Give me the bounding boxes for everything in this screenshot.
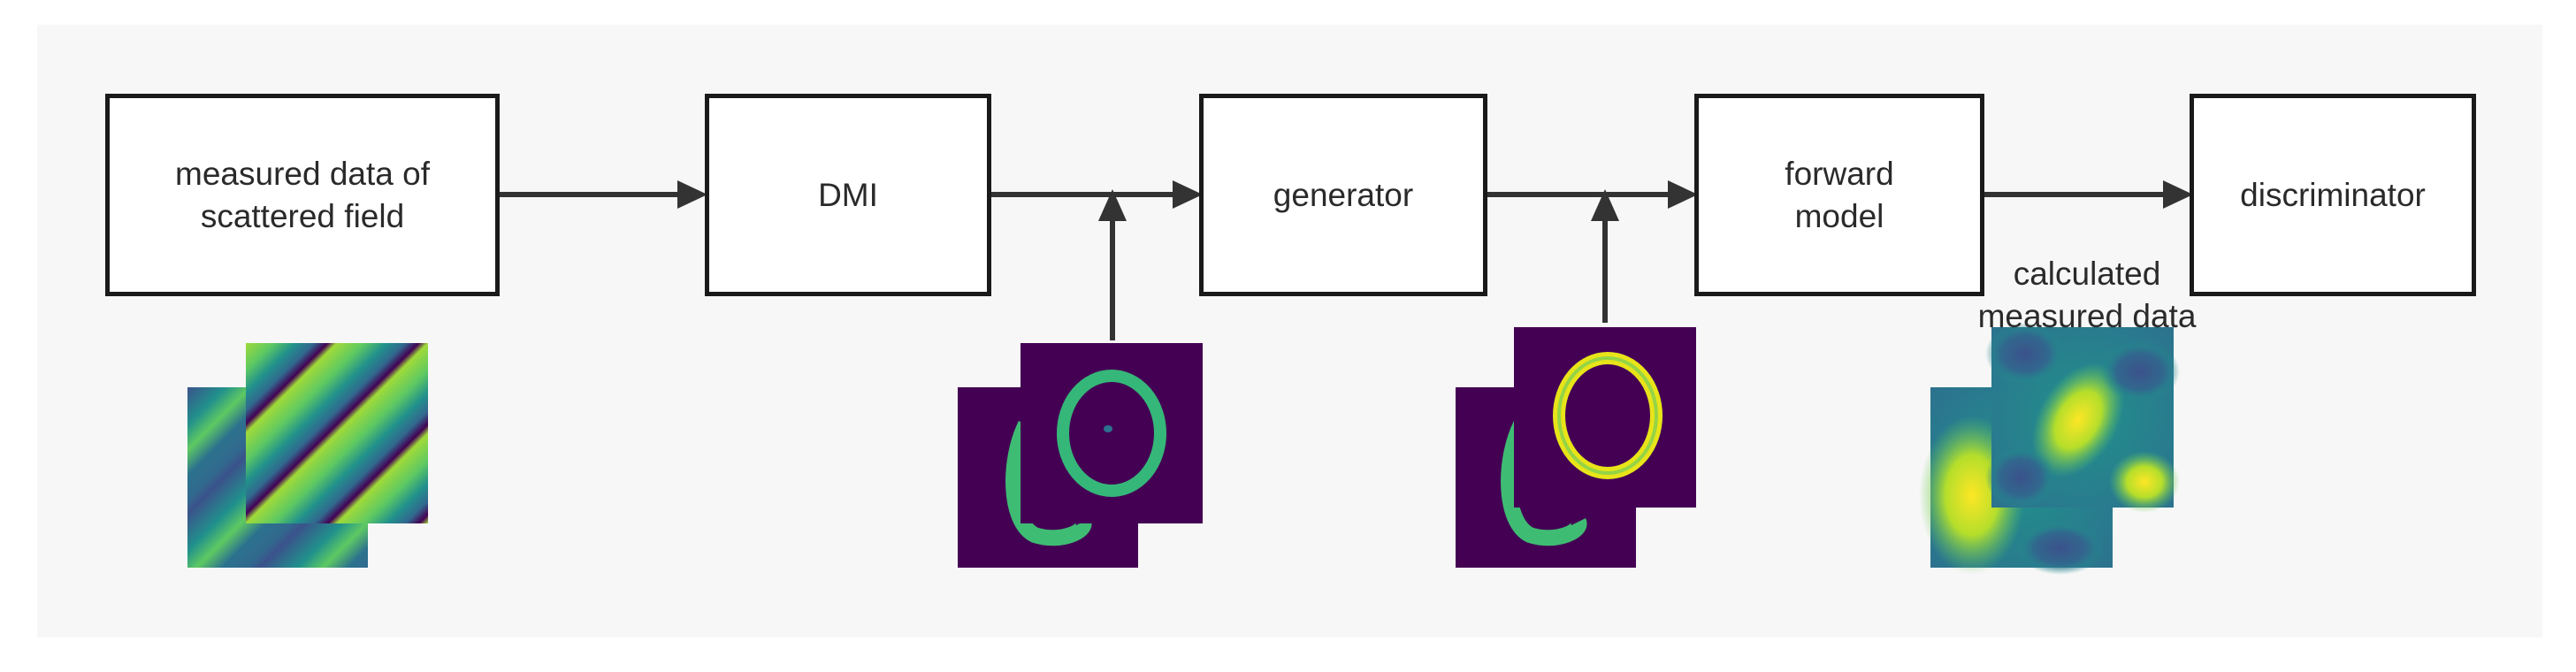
forward-model-box: forward model bbox=[1694, 94, 1984, 296]
scattered-field-images bbox=[187, 343, 428, 568]
arrowhead-dmi bbox=[677, 180, 707, 209]
calculated-measured-data-annotation: calculated measured data bbox=[1937, 253, 2237, 338]
measured-data-label-line2: scattered field bbox=[200, 197, 405, 234]
arrowhead-forward bbox=[1668, 180, 1698, 209]
dmi-label: DMI bbox=[818, 176, 878, 213]
field-image-front bbox=[246, 343, 428, 523]
arrowhead-up-2 bbox=[1591, 189, 1619, 221]
generator-label: generator bbox=[1273, 176, 1414, 213]
measured-data-box: measured data of scattered field bbox=[105, 94, 500, 296]
discriminator-label: discriminator bbox=[2240, 176, 2426, 213]
measured-data-label-line1: measured data of bbox=[175, 155, 430, 192]
annotation-line2: measured data bbox=[1977, 298, 2197, 334]
forward-model-label-line1: forward bbox=[1785, 155, 1894, 192]
dmi-box: DMI bbox=[705, 94, 991, 296]
calculated-data-images bbox=[1919, 323, 2180, 575]
generator-box: generator bbox=[1199, 94, 1487, 296]
annotation-line1: calculated bbox=[2013, 256, 2161, 292]
dmi-output-images bbox=[958, 343, 1203, 568]
discriminator-box: discriminator bbox=[2190, 94, 2476, 296]
forward-model-label-line2: model bbox=[1794, 197, 1884, 234]
generator-output-images bbox=[1456, 327, 1696, 568]
arrowhead-up-1 bbox=[1098, 189, 1127, 221]
arrowhead-discriminator bbox=[2163, 180, 2193, 209]
arrowhead-generator bbox=[1173, 180, 1203, 209]
